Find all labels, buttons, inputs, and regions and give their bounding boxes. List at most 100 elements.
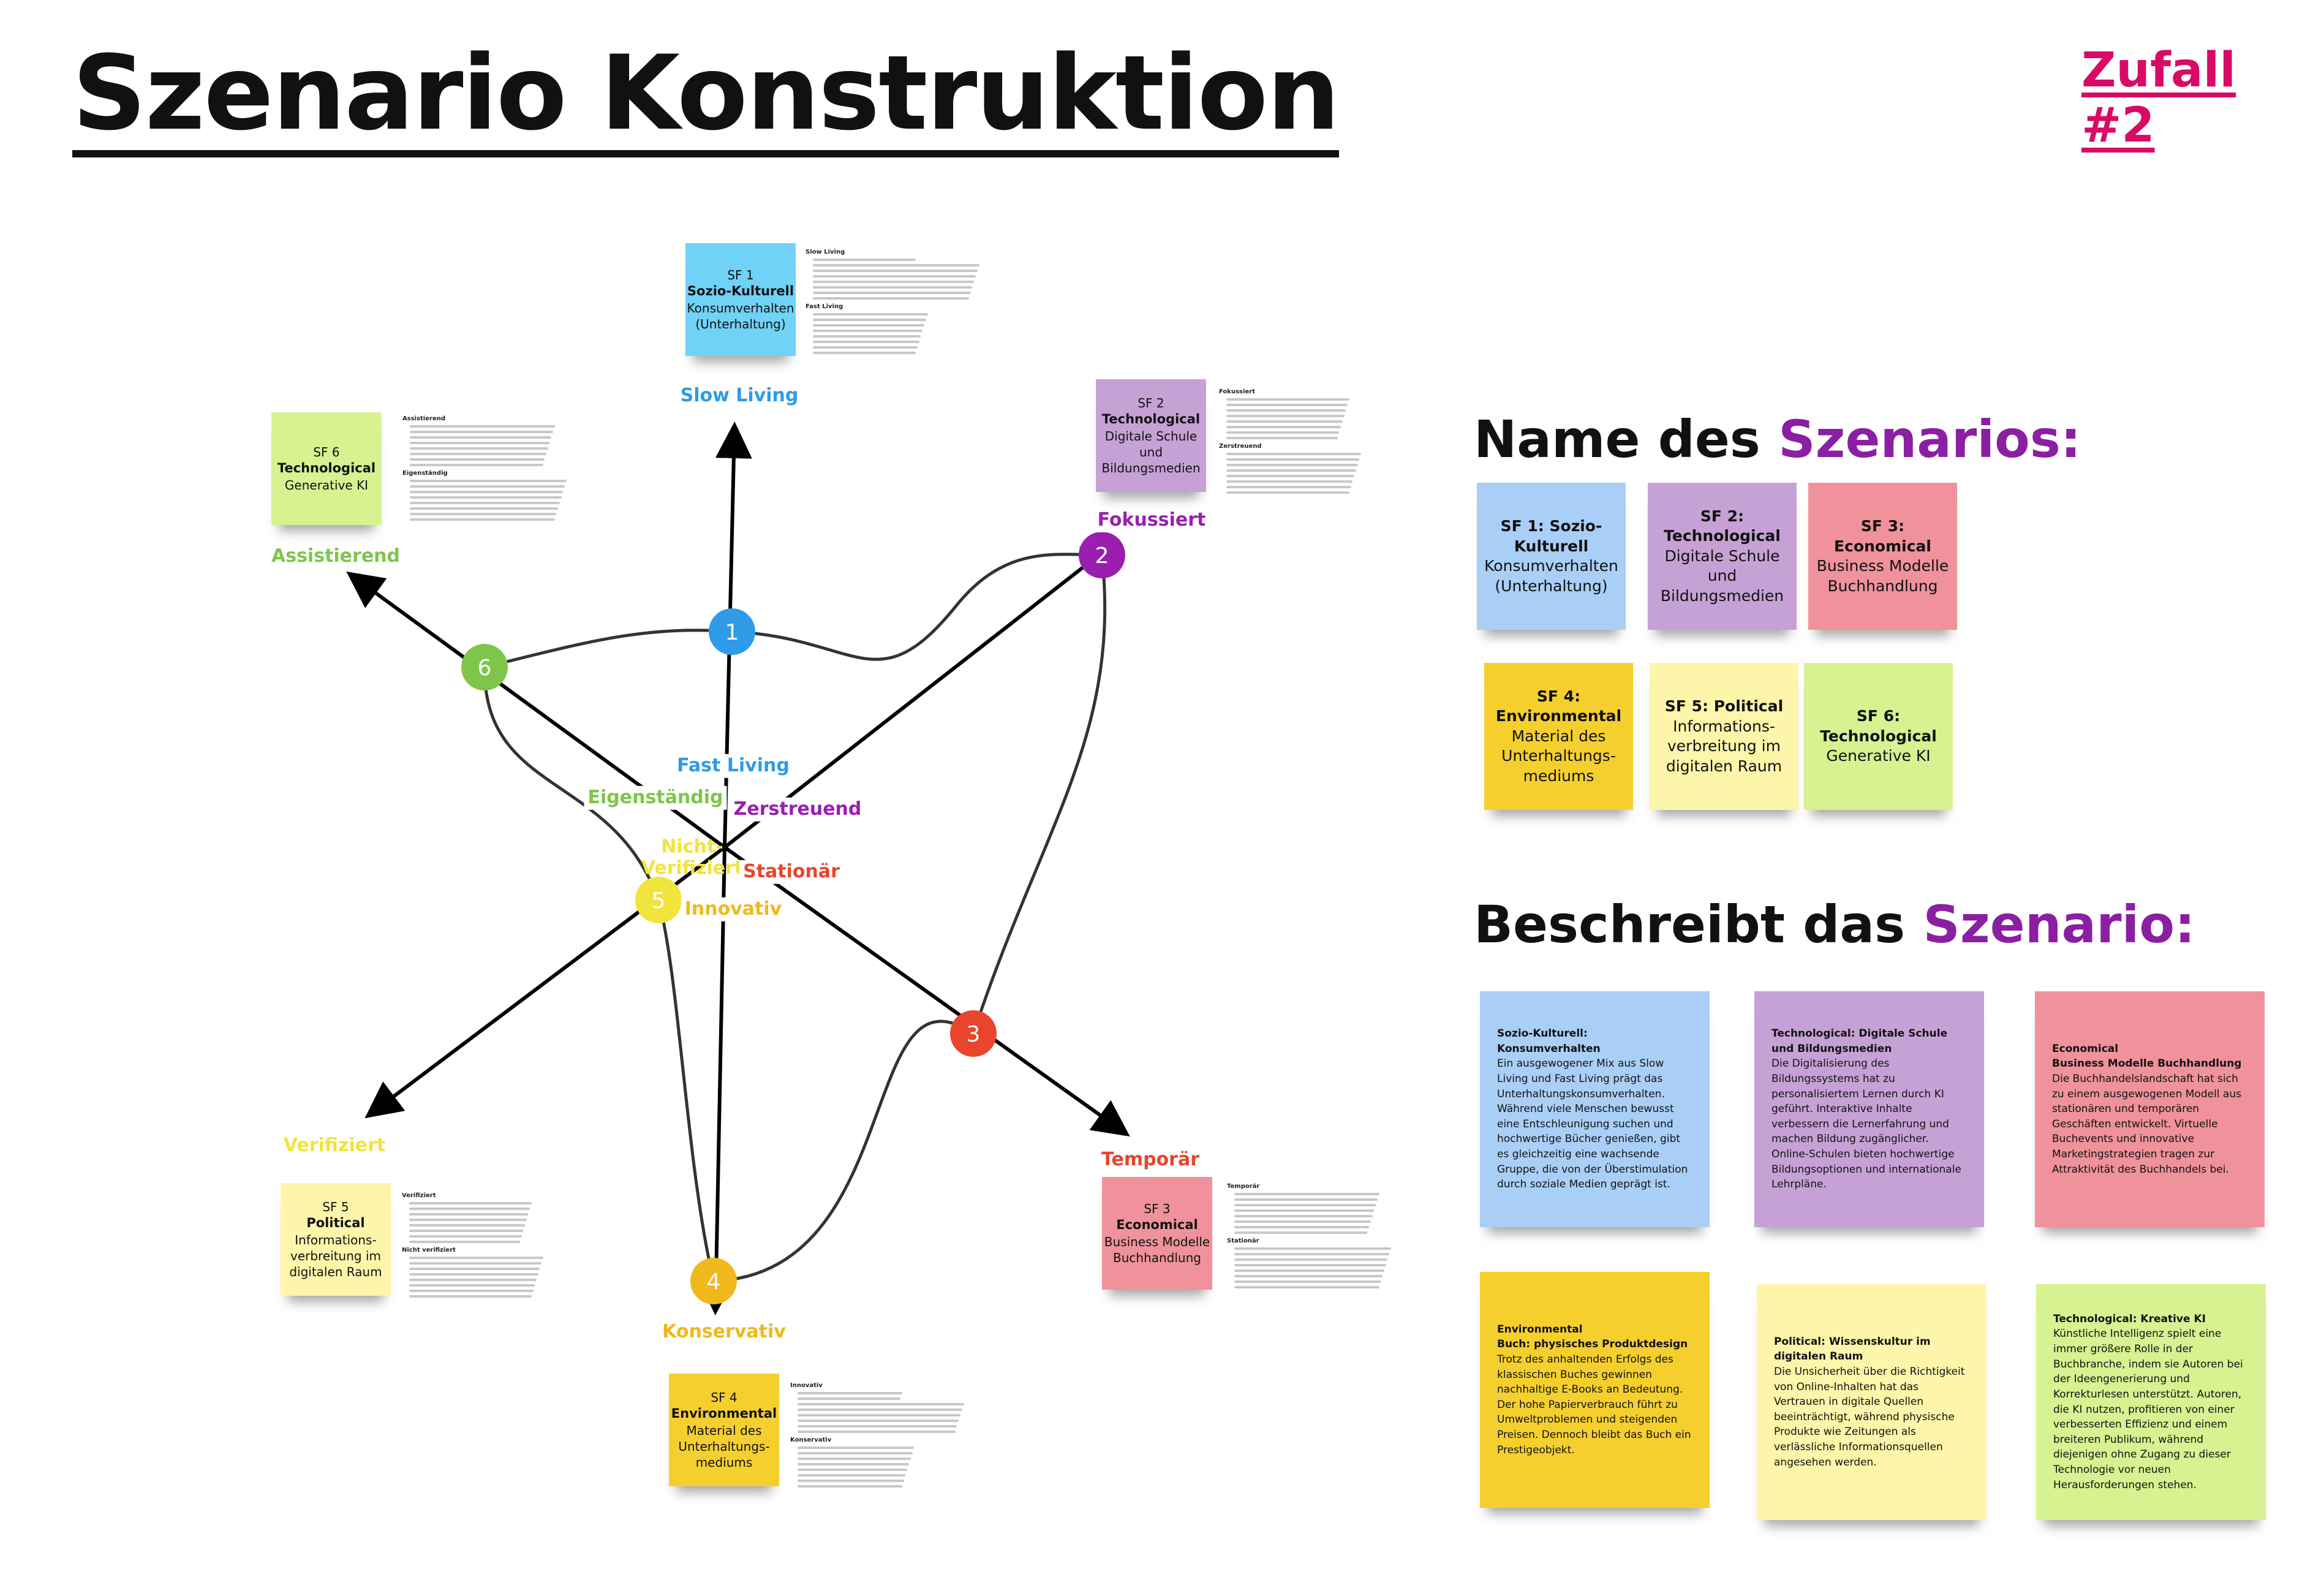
notes-text-line <box>1226 426 1341 428</box>
notes-text-line <box>798 1425 957 1428</box>
note-body: Ein ausgewogener Mix aus Slow Living und… <box>1497 1057 1688 1191</box>
notes-text-line <box>813 259 916 261</box>
notes-heading: Nicht verifiziert <box>402 1247 456 1254</box>
scenario-description-note-5[interactable]: Political: Wissenskultur im digitalen Ra… <box>1757 1284 1986 1520</box>
notes-text-line <box>1234 1264 1386 1266</box>
note-body: Generative KI <box>1826 747 1931 765</box>
notes-text-line <box>1234 1220 1371 1223</box>
label-innovativ: Innovativ <box>681 897 786 921</box>
notes-heading: Stationär <box>1227 1238 1259 1244</box>
page-title: Szenario Konstruktion <box>72 37 1340 157</box>
notes-text-line <box>1226 431 1340 434</box>
notes-text-line <box>798 1403 964 1405</box>
notes-text-line <box>813 286 973 289</box>
notes-text-line <box>1234 1247 1391 1250</box>
note-heading: Technological: Digitale Schule und Bildu… <box>1771 1027 1948 1055</box>
scenario-node-6[interactable]: 6 <box>461 644 508 690</box>
notes-text-line <box>1226 464 1358 466</box>
node-circle <box>461 644 508 690</box>
notes-text-line <box>409 1262 541 1265</box>
random-badge-link[interactable]: Zufall #2 <box>2081 43 2236 153</box>
note-body: Die Unsicherheit über die Richtigkeit vo… <box>1774 1365 1965 1469</box>
note-body: Material des Unterhaltungs-mediums <box>1501 727 1616 785</box>
node-number: 4 <box>707 1269 721 1295</box>
scenario-description-note-3[interactable]: Economical Business Modelle Buchhandlung… <box>2035 991 2265 1227</box>
scenario-description-note-2[interactable]: Technological: Digitale Schule und Bildu… <box>1754 991 1984 1227</box>
notes-text-line <box>798 1397 900 1400</box>
notes-text-line <box>1226 398 1349 401</box>
note-heading: Political: Wissenskultur im digitalen Ra… <box>1774 1335 1931 1363</box>
notes-text-line <box>1226 486 1351 488</box>
scenario-node-5[interactable]: 5 <box>635 877 682 923</box>
notes-text-line <box>798 1409 962 1411</box>
notes-text-line <box>1234 1275 1383 1277</box>
scenario-node-1[interactable]: 1 <box>709 608 755 655</box>
notes-text-line <box>409 1290 534 1292</box>
notes-text-line <box>410 464 543 466</box>
label-slow-living: Slow Living <box>676 384 802 408</box>
note-heading: SF 4: Environmental <box>1495 687 1622 725</box>
notes-text-line <box>410 425 555 428</box>
notes-text-line <box>1226 469 1356 472</box>
name-section-title: Name des Szenarios: <box>1474 409 2081 469</box>
notes-text-line <box>1234 1226 1369 1228</box>
notes-text-line <box>410 431 553 433</box>
notes-text-line <box>798 1431 956 1433</box>
note-body: Digitale Schule und Bildungsmedien <box>1660 546 1784 605</box>
scenario-node-3[interactable]: 3 <box>950 1010 997 1057</box>
notes-text-line <box>798 1485 902 1488</box>
notes-text-line <box>798 1458 911 1460</box>
notes-text-line <box>1226 415 1345 417</box>
label-temporaer: Temporär <box>1097 1148 1204 1172</box>
notes-text-line <box>813 264 979 267</box>
notes-text-line <box>1234 1204 1376 1206</box>
notes-text-line <box>798 1452 913 1454</box>
notes-text-line <box>1234 1198 1378 1201</box>
notes-text-line <box>409 1230 524 1232</box>
notes-text-line <box>410 485 565 488</box>
scenario-description-note-4[interactable]: Environmental Buch: physisches Produktde… <box>1480 1272 1710 1508</box>
notes-text-line <box>1226 409 1346 412</box>
notes-text-line <box>410 491 564 493</box>
notes-text-line <box>409 1224 525 1227</box>
axis-fokussiert <box>723 539 1120 849</box>
label-eigenstaendig: Eigenständig <box>584 785 727 810</box>
scenario-node-2[interactable]: 2 <box>1079 532 1125 578</box>
note-heading: Environmental Buch: physisches Produktde… <box>1497 1323 1688 1351</box>
note-body: Business Modelle Buchhandlung <box>1816 557 1949 595</box>
scenario-node-4[interactable]: 4 <box>690 1258 737 1304</box>
node-number: 6 <box>478 656 492 681</box>
notes-text-line <box>813 341 919 343</box>
notes-text-line <box>410 507 559 510</box>
notes-text-line <box>410 447 548 450</box>
node-number: 2 <box>1095 543 1109 569</box>
note-heading: Technological: Kreative KI <box>2053 1312 2206 1325</box>
node-circle <box>709 608 755 655</box>
notes-text-line <box>409 1219 527 1221</box>
notes-text-line <box>409 1241 520 1243</box>
notes-text-line <box>813 330 923 332</box>
notes-text-line <box>798 1414 960 1416</box>
notes-text-line <box>798 1480 904 1482</box>
notes-text-line <box>1226 453 1361 455</box>
notes-text-line <box>813 346 918 349</box>
node-circle <box>635 877 682 923</box>
